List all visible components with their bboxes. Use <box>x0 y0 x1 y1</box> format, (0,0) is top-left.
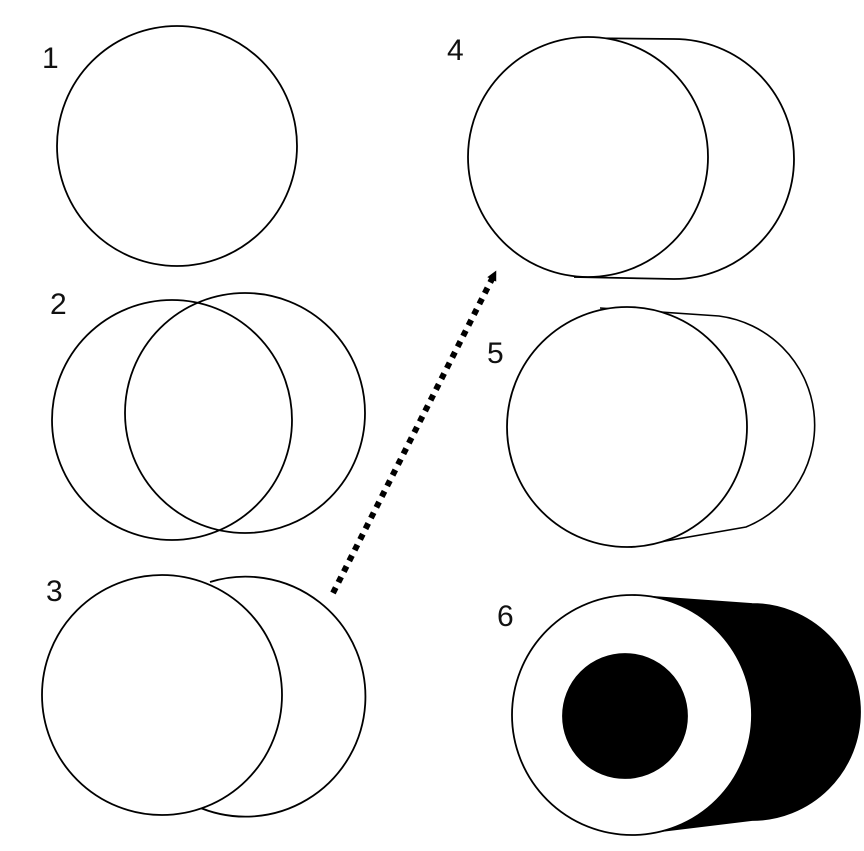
step-6-label: 6 <box>497 600 514 633</box>
step-2-label: 2 <box>50 288 67 321</box>
step-4-front-circle <box>467 36 709 278</box>
step-1-circle <box>56 25 298 267</box>
step-5-group: 5 <box>487 306 816 548</box>
step-3-back-arc <box>195 575 367 818</box>
step-2-right-circle <box>124 292 366 534</box>
step-5-label: 5 <box>487 337 504 370</box>
step-3-label: 3 <box>46 575 63 608</box>
progression-arrow <box>330 270 497 595</box>
step-2-left-circle <box>51 299 293 541</box>
step-4-group: 4 <box>447 34 795 280</box>
step-1-group: 1 <box>42 25 298 267</box>
step-3-front-circle <box>41 574 283 816</box>
step-6-group: 6 <box>497 594 861 836</box>
step-5-front-circle <box>506 306 748 548</box>
step-4-label: 4 <box>447 34 464 67</box>
step-5-cylinder-body <box>599 307 816 548</box>
step-3-group: 3 <box>41 574 367 818</box>
step-4-cylinder-body <box>573 37 795 280</box>
step-6-inner-hole <box>562 653 688 779</box>
step-1-label: 1 <box>42 42 59 75</box>
step-2-group: 2 <box>50 288 366 541</box>
